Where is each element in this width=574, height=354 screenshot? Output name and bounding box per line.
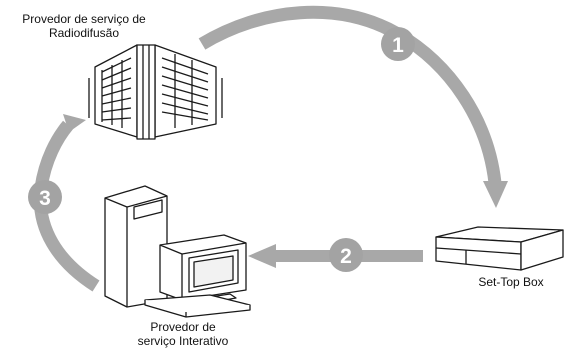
step-badge-3: 3 [28,180,62,214]
set-top-box-label: Set-Top Box [478,275,544,289]
step-badge-1: 1 [381,27,415,61]
interactive-provider-label-line2: serviço Interativo [137,334,229,348]
interactive-computer-icon [104,185,251,318]
broadcast-provider-label-line1: Provedor de serviço de [22,12,146,26]
broadcast-server-icon [88,44,223,140]
set-top-box-icon [435,226,564,271]
broadcast-provider-label-line2: Radiodifusão [48,26,120,40]
step-number-3: 3 [39,187,51,210]
broadcast-provider-label: Provedor de serviço de Radiodifusão [0,12,168,40]
step-number-1: 1 [392,34,404,57]
interactive-provider-label: Provedor de serviço Interativo [118,320,248,348]
step-number-2: 2 [340,245,352,268]
interactive-provider-label-line1: Provedor de [150,320,216,334]
arrow-1-broadcast-to-stb [198,5,508,208]
step-badge-2: 2 [329,238,363,272]
